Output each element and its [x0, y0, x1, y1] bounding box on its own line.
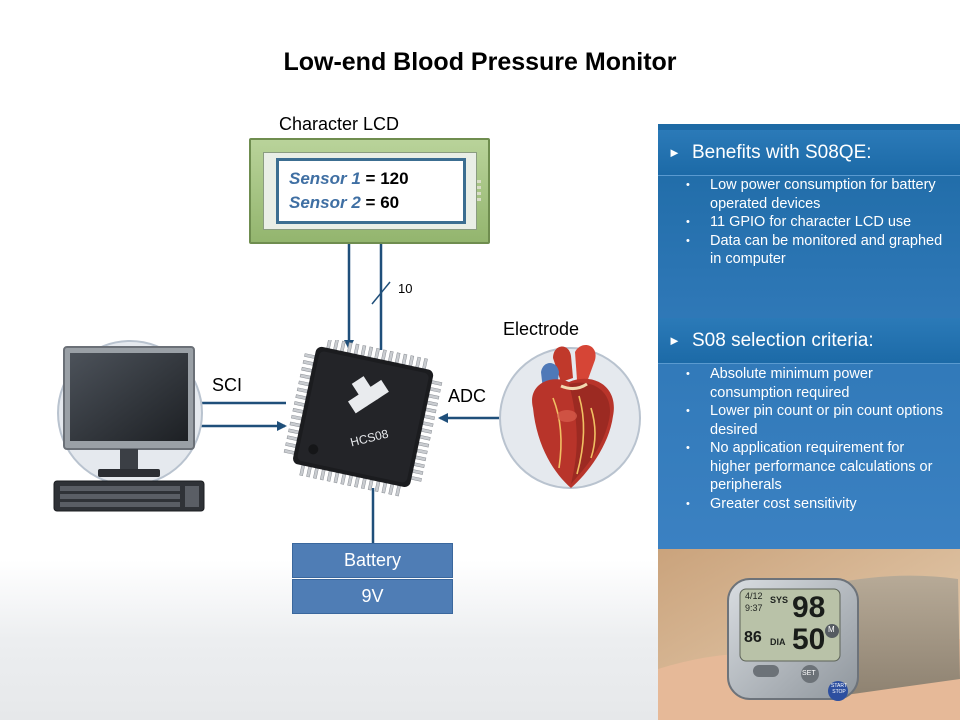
wrist-set-button: SET: [802, 670, 816, 677]
wrist-time: 9:37: [745, 603, 763, 613]
benefits-heading: ► Benefits with S08QE:: [658, 130, 960, 176]
lcd-line-1: Sensor 1 = 120: [289, 169, 409, 189]
bus-width-label: 10: [398, 281, 413, 296]
wrist-start-button: START STOP: [831, 683, 847, 695]
list-item: 11 GPIO for character LCD use: [658, 213, 960, 232]
sci-label: SCI: [212, 375, 243, 395]
wrist-sys-label: SYS: [770, 595, 789, 605]
bus-slash-mark: [371, 281, 391, 305]
wrist-date: 4/12: [745, 591, 763, 601]
microcontroller-chip-icon: [283, 340, 443, 497]
wrist-sys-value: 98: [792, 591, 826, 624]
lcd-line-2: Sensor 2 = 60: [289, 193, 399, 213]
criteria-heading-text: S08 selection criteria:: [692, 330, 874, 351]
wrist-m-button: M: [828, 625, 835, 634]
wrist-dia-label: DIA: [770, 637, 786, 647]
info-panel: ► Benefits with S08QE: Low power consump…: [658, 124, 960, 549]
computer-icon: [53, 340, 205, 512]
character-lcd: Sensor 1 = 120 Sensor 2 = 60: [249, 138, 490, 244]
sensor-1-name: Sensor 1: [289, 169, 361, 188]
sensor-2-name: Sensor 2: [289, 193, 361, 212]
wrist-bp-monitor-photo: 4/12 9:37 SYS 98 86 DIA 50 M SET START S…: [658, 549, 960, 720]
heart-icon: [499, 345, 641, 489]
wrist-dia-value: 50: [792, 623, 826, 656]
triangle-bullet-icon: ►: [668, 145, 681, 160]
sensor-1-value: = 120: [365, 169, 409, 188]
benefits-list: Low power consumption for battery operat…: [658, 176, 960, 269]
sensor-2-value: = 60: [365, 193, 400, 212]
triangle-bullet-icon: ►: [668, 333, 681, 348]
battery-label-box: Battery: [292, 543, 453, 578]
criteria-heading: ► S08 selection criteria:: [658, 318, 960, 364]
page-title: Low-end Blood Pressure Monitor: [283, 48, 677, 76]
lcd-label: Character LCD: [279, 114, 400, 134]
wrist-pulse-value: 86: [744, 629, 762, 646]
criteria-list: Absolute minimum power consumption requi…: [658, 365, 960, 513]
lcd-screen: Sensor 1 = 120 Sensor 2 = 60: [276, 158, 466, 224]
list-item: Greater cost sensitivity: [658, 495, 960, 514]
list-item: No application requirement for higher pe…: [658, 439, 960, 495]
adc-label: ADC: [448, 386, 487, 406]
list-item: Data can be monitored and graphed in com…: [658, 232, 960, 269]
electrode-label: Electrode: [503, 319, 580, 339]
list-item: Low power consumption for battery operat…: [658, 176, 960, 213]
benefits-heading-text: Benefits with S08QE:: [692, 142, 872, 163]
list-item: Absolute minimum power consumption requi…: [658, 365, 960, 402]
list-item: Lower pin count or pin count options des…: [658, 402, 960, 439]
battery-voltage-box: 9V: [292, 579, 453, 614]
